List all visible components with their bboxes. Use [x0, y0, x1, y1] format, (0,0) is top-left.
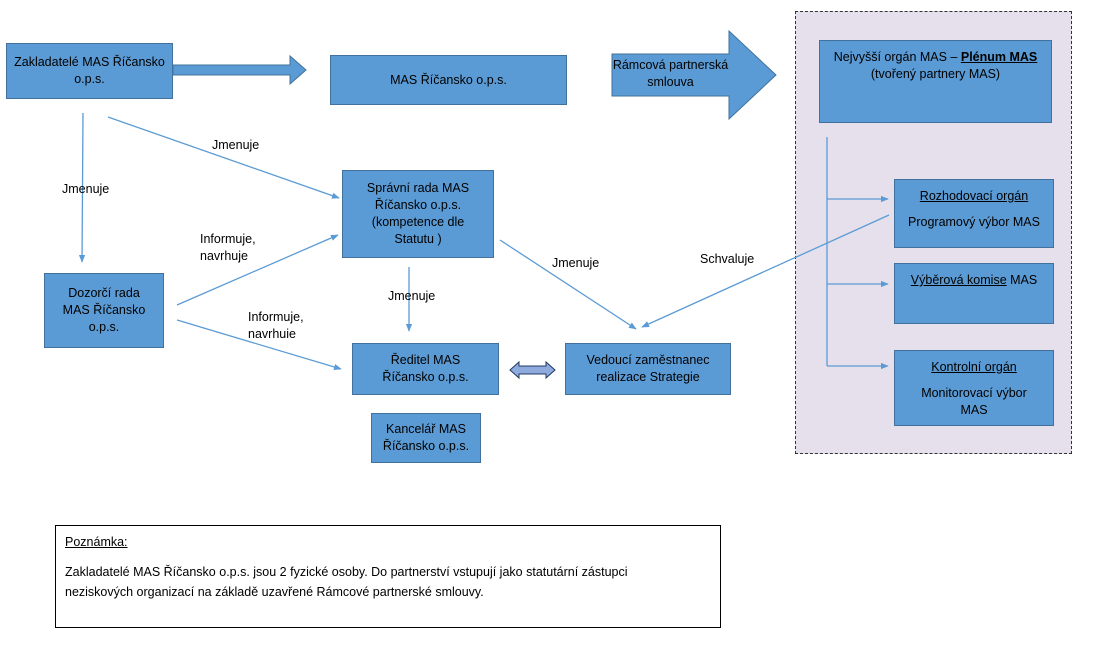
- office-line1: Kancelář MAS: [386, 422, 466, 436]
- board-box: Správní rada MAS Říčansko o.p.s. (kompet…: [342, 170, 494, 258]
- plenum-title: Nejvyšší orgán MAS – Plénum MAS: [834, 49, 1038, 66]
- edge-label-approves: Schvaluje: [700, 252, 755, 266]
- plenum-sub: (tvořený partnery MAS): [870, 67, 1001, 81]
- edge-label-appoints-top: Jmenuje: [212, 138, 260, 152]
- note-title: Poznámka:: [65, 535, 128, 549]
- partnership-line2: smlouva: [647, 75, 694, 89]
- decision-body-sub: Programový výbor MAS: [908, 215, 1040, 229]
- edge-supervisory-to-director: [176, 319, 342, 370]
- board-line3: (kompetence dle: [371, 215, 465, 229]
- edge-founders-to-board: [107, 116, 340, 199]
- decision-body-box: Rozhodovací orgán Programový výbor MAS: [894, 179, 1054, 248]
- partnership-contract-text: Rámcová partnerská smlouva: [612, 57, 729, 91]
- control-body-title: Kontrolní orgán: [931, 360, 1017, 374]
- edge-label-appoints-right: Jmenuje: [552, 256, 600, 270]
- plenum-box: Nejvyšší orgán MAS – Plénum MAS (tvořený…: [819, 40, 1052, 123]
- founders-box: Zakladatelé MAS Říčansko o.p.s.: [6, 43, 173, 99]
- edge-label-informs-1b: navrhuje: [200, 249, 248, 263]
- partnership-line1: Rámcová partnerská: [612, 58, 729, 72]
- supervisory-box: Dozorčí rada MAS Říčansko o.p.s.: [44, 273, 164, 348]
- edge-label-appoints-left: Jmenuje: [62, 182, 110, 196]
- mas-box: MAS Říčansko o.p.s.: [330, 55, 567, 105]
- board-line2: Říčansko o.p.s.: [374, 198, 462, 212]
- office-line2: Říčansko o.p.s.: [382, 439, 470, 453]
- supervisory-line3: o.p.s.: [88, 320, 120, 334]
- founders-line1: Zakladatelé MAS Říčansko: [14, 55, 165, 69]
- edge-label-informs-2: Informuje, navrhuie: [248, 309, 304, 343]
- edge-label-informs-2b: navrhuie: [248, 327, 296, 341]
- edge-label-informs-1: Informuje, navrhuje: [200, 231, 256, 265]
- supervisory-line2: MAS Říčansko: [62, 303, 146, 317]
- board-line1: Správní rada MAS: [366, 181, 470, 195]
- edge-label-appoints-mid: Jmenuje: [388, 289, 436, 303]
- edge-founders-to-supervisory: [78, 112, 86, 263]
- partnership-block-arrow: [611, 29, 777, 121]
- director-line1: Ředitel MAS: [390, 353, 461, 367]
- selection-committee-box: Výběrová komise MAS: [894, 263, 1054, 324]
- director-strategy-double-arrow: [509, 360, 556, 380]
- edge-label-informs-1a: Informuje,: [200, 232, 256, 246]
- mas-label: MAS Říčansko o.p.s.: [390, 72, 507, 87]
- decision-body-title: Rozhodovací orgán: [919, 189, 1029, 203]
- founders-line2: o.p.s.: [74, 72, 105, 86]
- strategy-lead-line2: realizace Strategie: [596, 370, 700, 384]
- selection-committee-suffix: MAS: [1006, 273, 1038, 287]
- plenum-name: Plénum MAS: [960, 50, 1038, 64]
- note-line1: Zakladatelé MAS Říčansko o.p.s. jsou 2 f…: [65, 565, 628, 579]
- supervisory-line1: Dozorčí rada: [68, 286, 140, 300]
- director-box: Ředitel MAS Říčansko o.p.s.: [352, 343, 499, 395]
- plenum-prefix: Nejvyšší orgán MAS –: [833, 50, 961, 64]
- director-line2: Říčansko o.p.s.: [382, 370, 469, 384]
- edge-label-informs-2a: Informuje,: [248, 310, 304, 324]
- edge-decision-to-strategy-lead: [641, 214, 890, 328]
- note-box: Poznámka: Zakladatelé MAS Říčansko o.p.s…: [55, 525, 721, 628]
- note-line2: neziskových organizací na základě uzavře…: [65, 585, 484, 599]
- office-box: Kancelář MAS Říčansko o.p.s.: [371, 413, 481, 463]
- control-body-box: Kontrolní orgán Monitorovací výbor MAS: [894, 350, 1054, 426]
- selection-committee-title: Výběrová komise MAS: [911, 272, 1037, 289]
- strategy-lead-line1: Vedoucí zaměstnanec: [586, 353, 710, 367]
- control-body-sub1: Monitorovací výbor: [921, 386, 1027, 400]
- board-line4: Statutu ): [394, 232, 442, 246]
- edge-board-to-strategy-lead: [499, 239, 637, 330]
- strategy-lead-box: Vedoucí zaměstnanec realizace Strategie: [565, 343, 731, 395]
- edge-supervisory-to-board: [176, 234, 339, 306]
- selection-committee-name: Výběrová komise: [910, 273, 1007, 287]
- control-body-sub2: MAS: [960, 403, 988, 417]
- founders-to-mas-arrow: [172, 54, 307, 86]
